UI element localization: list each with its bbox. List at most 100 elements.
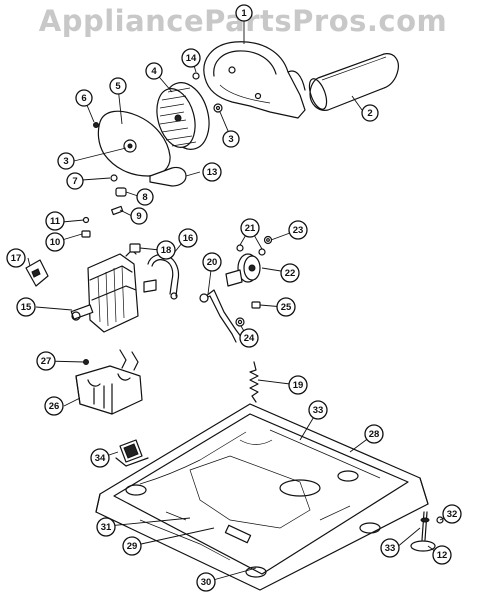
callout-label: 14 bbox=[186, 53, 197, 64]
washer-23[interactable] bbox=[263, 235, 273, 245]
callout-33: 33 bbox=[308, 400, 328, 420]
washer-24[interactable] bbox=[235, 317, 245, 327]
motor-mount-18[interactable] bbox=[129, 243, 141, 253]
callout-27: 27 bbox=[36, 351, 56, 371]
callout-circle bbox=[45, 232, 65, 252]
screw-6[interactable] bbox=[93, 122, 99, 128]
idler-spring[interactable] bbox=[249, 361, 259, 403]
callout-label: 18 bbox=[161, 245, 172, 256]
callout-circle bbox=[288, 220, 308, 240]
washer-21b[interactable] bbox=[258, 248, 266, 256]
callout-19: 19 bbox=[288, 375, 308, 395]
callout-circle bbox=[280, 263, 300, 283]
callout-label: 1 bbox=[241, 8, 247, 19]
callout-label: 3 bbox=[228, 134, 233, 145]
exhaust-duct[interactable] bbox=[306, 53, 399, 112]
callout-15: 15 bbox=[16, 297, 36, 317]
screw-25[interactable] bbox=[251, 301, 261, 309]
cover-seal-13 bbox=[149, 166, 187, 187]
callout-circle bbox=[90, 448, 110, 468]
callout-circle bbox=[222, 130, 240, 148]
callout-circle bbox=[196, 572, 216, 592]
callout-31: 31 bbox=[96, 517, 116, 537]
callout-circle bbox=[181, 48, 201, 68]
callout-32: 32 bbox=[442, 504, 462, 524]
callout-2: 2 bbox=[361, 104, 379, 122]
bearing-9[interactable] bbox=[111, 205, 124, 216]
callout-label: 27 bbox=[41, 356, 52, 367]
callout-label: 3 bbox=[63, 156, 68, 167]
callout-5: 5 bbox=[109, 77, 127, 95]
callout-label: 33 bbox=[385, 543, 396, 554]
idler-pulley[interactable] bbox=[225, 253, 261, 287]
callout-16: 16 bbox=[178, 228, 198, 248]
callout-label: 12 bbox=[437, 550, 448, 561]
callout-label: 26 bbox=[49, 401, 60, 412]
callout-circle bbox=[122, 536, 142, 556]
callout-label: 25 bbox=[281, 302, 292, 313]
callout-34: 34 bbox=[90, 448, 110, 468]
terminal-block[interactable] bbox=[115, 439, 149, 467]
callout-28: 28 bbox=[364, 424, 384, 444]
callout-13: 13 bbox=[202, 162, 222, 182]
callout-label: 34 bbox=[95, 453, 106, 464]
callout-label: 4 bbox=[151, 66, 157, 77]
callout-label: 33 bbox=[313, 405, 324, 416]
callout-label: 7 bbox=[72, 176, 77, 187]
base-pan[interactable] bbox=[95, 403, 429, 591]
callout-label: 22 bbox=[285, 268, 296, 279]
callout-29: 29 bbox=[122, 536, 142, 556]
callout-label: 20 bbox=[207, 257, 218, 268]
callout-22: 22 bbox=[280, 263, 300, 283]
drive-motor[interactable] bbox=[70, 249, 139, 333]
callout-circle bbox=[136, 188, 154, 206]
motor-bracket[interactable] bbox=[75, 349, 143, 415]
screw-27[interactable] bbox=[83, 359, 89, 365]
callout-label: 2 bbox=[367, 108, 372, 119]
screw-14[interactable] bbox=[192, 72, 200, 80]
blower-housing-cover[interactable] bbox=[97, 110, 187, 187]
motor-mount-strap[interactable] bbox=[143, 253, 180, 300]
screw-7[interactable] bbox=[110, 174, 118, 182]
callout-20: 20 bbox=[202, 252, 222, 272]
blower-housing[interactable] bbox=[203, 41, 306, 119]
callout-label: 23 bbox=[293, 225, 304, 236]
callout-circle bbox=[202, 162, 222, 182]
callout-circle bbox=[380, 538, 400, 558]
callout-circle bbox=[75, 89, 93, 107]
callout-17: 17 bbox=[6, 248, 26, 268]
callout-label: 6 bbox=[81, 93, 86, 104]
callout-21: 21 bbox=[240, 218, 260, 238]
callout-6: 6 bbox=[75, 89, 93, 107]
switch-clip-10[interactable] bbox=[81, 230, 91, 238]
callout-circle bbox=[364, 424, 384, 444]
callout-circle bbox=[202, 252, 222, 272]
clip-8[interactable] bbox=[115, 187, 127, 197]
leveling-leg[interactable] bbox=[410, 511, 444, 552]
callout-circle bbox=[235, 4, 253, 22]
callout-label: 21 bbox=[245, 223, 256, 234]
callout-1: 1 bbox=[235, 4, 253, 22]
callout-circle bbox=[96, 517, 116, 537]
callout-circle bbox=[66, 172, 84, 190]
callout-18: 18 bbox=[156, 240, 176, 260]
callout-label: 19 bbox=[293, 380, 304, 391]
blower-wheel[interactable] bbox=[151, 77, 216, 154]
callout-label: 28 bbox=[369, 429, 380, 440]
washer-21a[interactable] bbox=[236, 244, 244, 252]
washer-3-upper[interactable] bbox=[213, 103, 223, 113]
callout-label: 31 bbox=[101, 522, 112, 533]
callout-circle bbox=[240, 218, 260, 238]
screw-11[interactable] bbox=[82, 216, 90, 224]
callout-circle bbox=[361, 104, 379, 122]
callout-11: 11 bbox=[45, 211, 65, 231]
callout-23: 23 bbox=[288, 220, 308, 240]
callout-4: 4 bbox=[145, 62, 163, 80]
callout-14: 14 bbox=[181, 48, 201, 68]
callout-24: 24 bbox=[239, 328, 259, 348]
idler-arm[interactable] bbox=[199, 289, 243, 343]
motor-switch[interactable] bbox=[25, 259, 49, 287]
callout-circle bbox=[6, 248, 26, 268]
callout-7: 7 bbox=[66, 172, 84, 190]
